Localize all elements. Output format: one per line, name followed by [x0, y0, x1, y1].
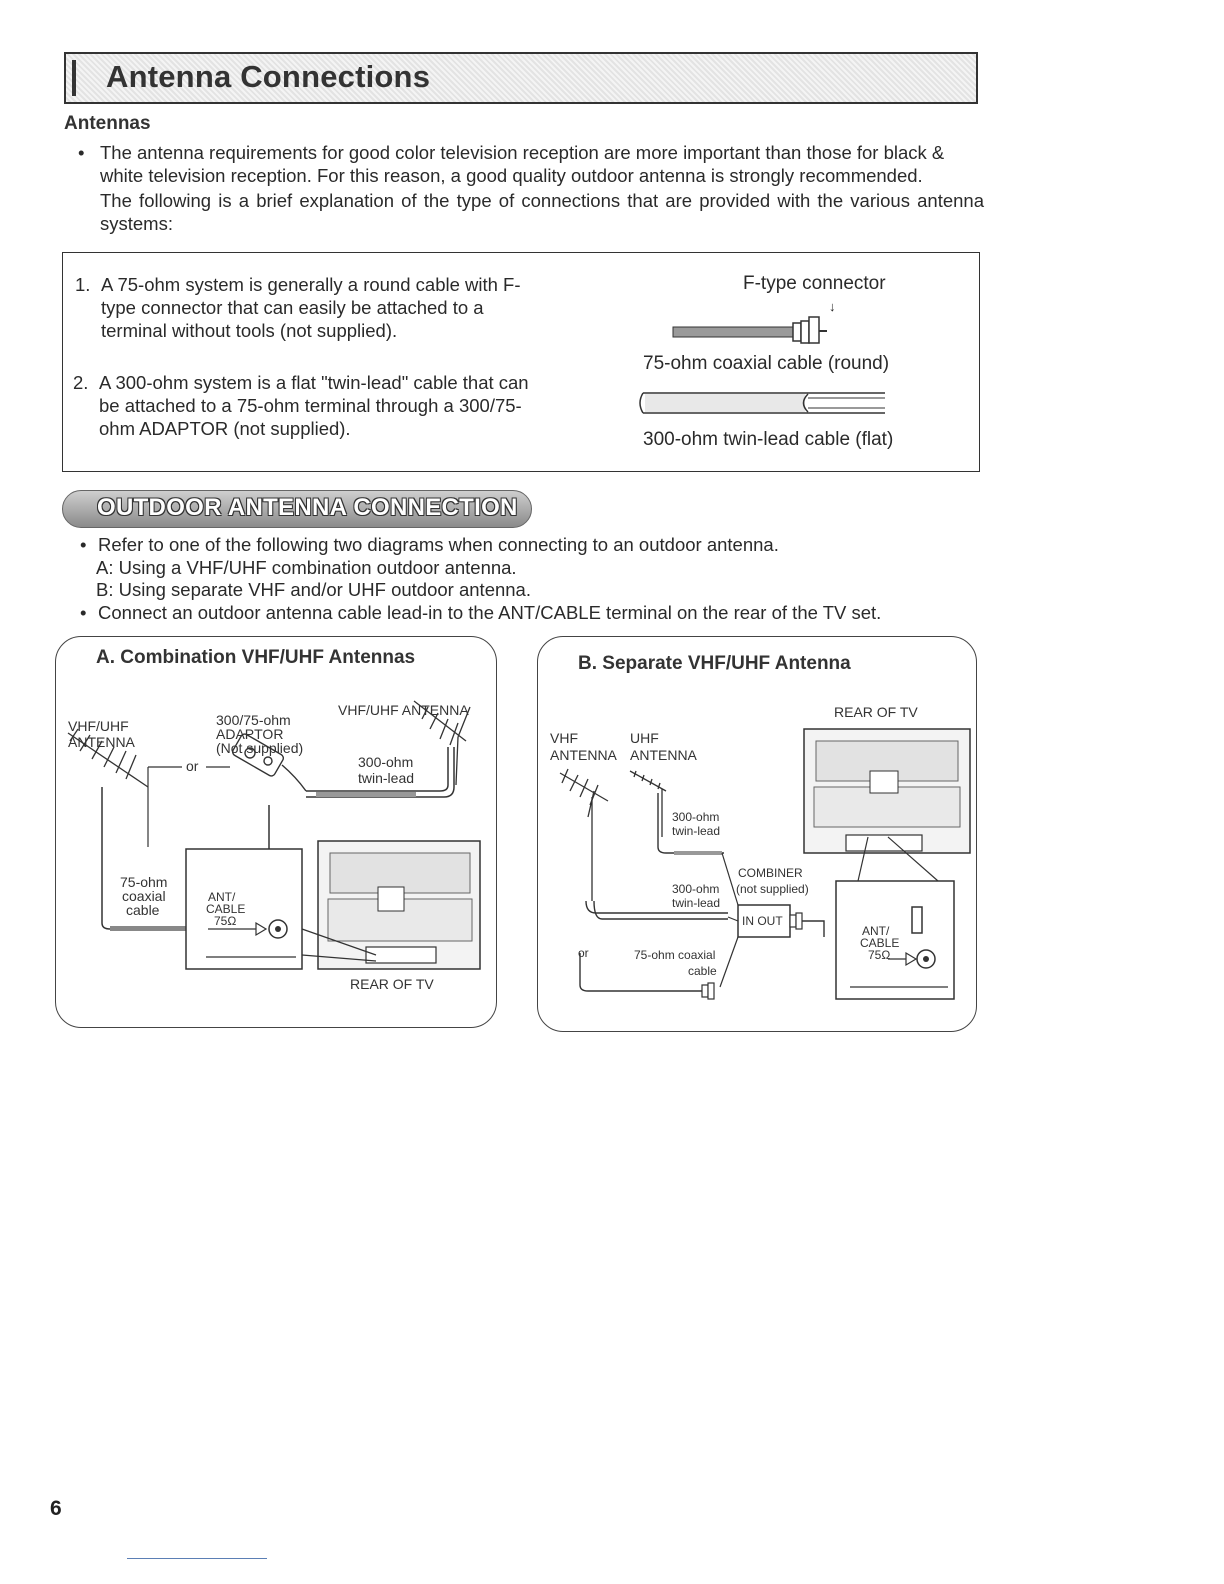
diagram-b-panel: B. Separate VHF/UHF Antenna — [537, 636, 977, 1032]
coax-label-3: cable — [126, 902, 160, 918]
coax-label-2: cable — [688, 964, 717, 978]
f-type-connector-label: F-type connector — [743, 273, 886, 294]
ant-jack-closeup — [185, 848, 303, 970]
coax-lead — [101, 787, 196, 930]
coaxial-cable-caption: 75-ohm coaxial cable (round) — [643, 353, 890, 374]
ant-cable-label-2: CABLE — [860, 936, 900, 950]
twin-lead-label-2: twin-lead — [358, 770, 415, 786]
vhf-uhf-antenna-label-2: ANTENNA — [68, 734, 135, 750]
twin-lead-cable-caption: 300-ohm twin-lead cable (flat) — [643, 429, 894, 450]
ant-cable-label-3: 75Ω — [868, 948, 891, 962]
intro-bullet-text: The antenna requirements for good color … — [100, 142, 945, 186]
bullet-dot: • — [80, 534, 87, 555]
adaptor-icon — [231, 733, 307, 792]
uhf-label-1: UHF — [630, 730, 659, 746]
combiner-in-out-label: IN OUT — [742, 914, 783, 928]
coax-label-1: 75-ohm coaxial — [634, 948, 716, 962]
rear-of-tv-label: REAR OF TV — [834, 704, 918, 720]
item-text: A 300-ohm system is a flat "twin-lead" c… — [99, 372, 529, 439]
or-label: or — [186, 758, 199, 774]
twin-mid-label-2: twin-lead — [672, 896, 721, 910]
item-number: 2. — [73, 372, 89, 393]
connection-types-box: 1. A 75-ohm system is generally a round … — [62, 252, 980, 472]
adaptor-label-2: ADAPTOR — [216, 726, 284, 742]
bullet-dot: • — [80, 602, 87, 623]
uhf-label-2: ANTENNA — [630, 747, 697, 763]
rear-of-tv-label: REAR OF TV — [350, 976, 434, 992]
ant-cable-label-2: CABLE — [206, 902, 246, 916]
twin-lead-label-1: 300-ohm — [358, 754, 414, 770]
twin-top-label-2: twin-lead — [672, 824, 721, 838]
connect-bullet-text: Connect an outdoor antenna cable lead-in… — [98, 602, 882, 623]
option-b-line: B: Using separate VHF and/or UHF outdoor… — [96, 579, 531, 600]
cable-illustrations — [639, 316, 885, 414]
diagram-b-title: B. Separate VHF/UHF Antenna — [578, 653, 851, 674]
outdoor-antenna-section-header: OUTDOOR ANTENNA CONNECTION — [62, 490, 532, 528]
page-number: 6 — [50, 1497, 62, 1520]
vhf-antenna-icon — [559, 768, 609, 901]
vhf-uhf-antenna-label-1: VHF/UHF — [68, 718, 129, 734]
coax-label-2: coaxial — [122, 888, 166, 904]
diagram-a-panel: A. Combination VHF/UHF Antennas — [55, 636, 497, 1028]
f-connector-icon-2 — [701, 982, 715, 1000]
section-title-bar: Antenna Connections — [64, 52, 978, 104]
refer-bullet-text: Refer to one of the following two diagra… — [98, 534, 779, 555]
option-a-line: A: Using a VHF/UHF combination outdoor a… — [96, 557, 517, 578]
vhf-uhf-antenna-icon-right — [413, 700, 471, 786]
twin-mid-label-1: 300-ohm — [672, 882, 720, 896]
item-number: 1. — [75, 274, 91, 295]
coax-label-1: 75-ohm — [120, 874, 168, 890]
page-title: Antenna Connections — [106, 59, 431, 94]
diagram-a-title: A. Combination VHF/UHF Antennas — [96, 647, 416, 668]
uhf-antenna-icon — [629, 770, 667, 837]
coaxial-cable-icon — [672, 316, 827, 344]
twin-lead-cable-icon — [639, 392, 885, 414]
vhf-label-1: VHF — [550, 730, 578, 746]
or-label: or — [578, 946, 589, 960]
ant-cable-label-1: ANT/ — [862, 924, 890, 938]
ant-cable-label-3: 75Ω — [214, 914, 237, 928]
diagram-a-illustration — [67, 700, 481, 970]
item-text: A 75-ohm system is generally a round cab… — [101, 274, 521, 341]
adaptor-label-3: (Not supplied) — [216, 740, 304, 756]
twin-lead-line — [306, 747, 455, 798]
intro-paragraph: The following is a brief explanation of … — [100, 190, 984, 234]
diagram-b-illustration — [559, 728, 971, 1000]
adaptor-label-1: 300/75-ohm — [216, 712, 291, 728]
vhf-label-2: ANTENNA — [550, 747, 617, 763]
vhf-uhf-antenna-right-label: VHF/UHF ANTENNA — [338, 702, 469, 718]
ant-jack-closeup — [835, 880, 955, 1000]
title-bar-marker — [72, 60, 76, 96]
combiner-icon — [737, 904, 791, 938]
ant-cable-label-1: ANT/ — [208, 890, 236, 904]
vhf-uhf-antenna-icon — [67, 728, 149, 788]
down-arrow-icon: ↓ — [829, 299, 836, 314]
section-header-text: OUTDOOR ANTENNA CONNECTION — [97, 494, 518, 521]
footer-rule — [127, 1558, 267, 1559]
antennas-heading: Antennas — [64, 113, 151, 134]
bullet-dot: • — [78, 142, 85, 163]
combiner-label-1: COMBINER — [738, 866, 803, 880]
twin-top-label-1: 300-ohm — [672, 810, 720, 824]
combiner-label-2: (not supplied) — [736, 882, 809, 896]
f-connector-icon — [789, 912, 803, 930]
